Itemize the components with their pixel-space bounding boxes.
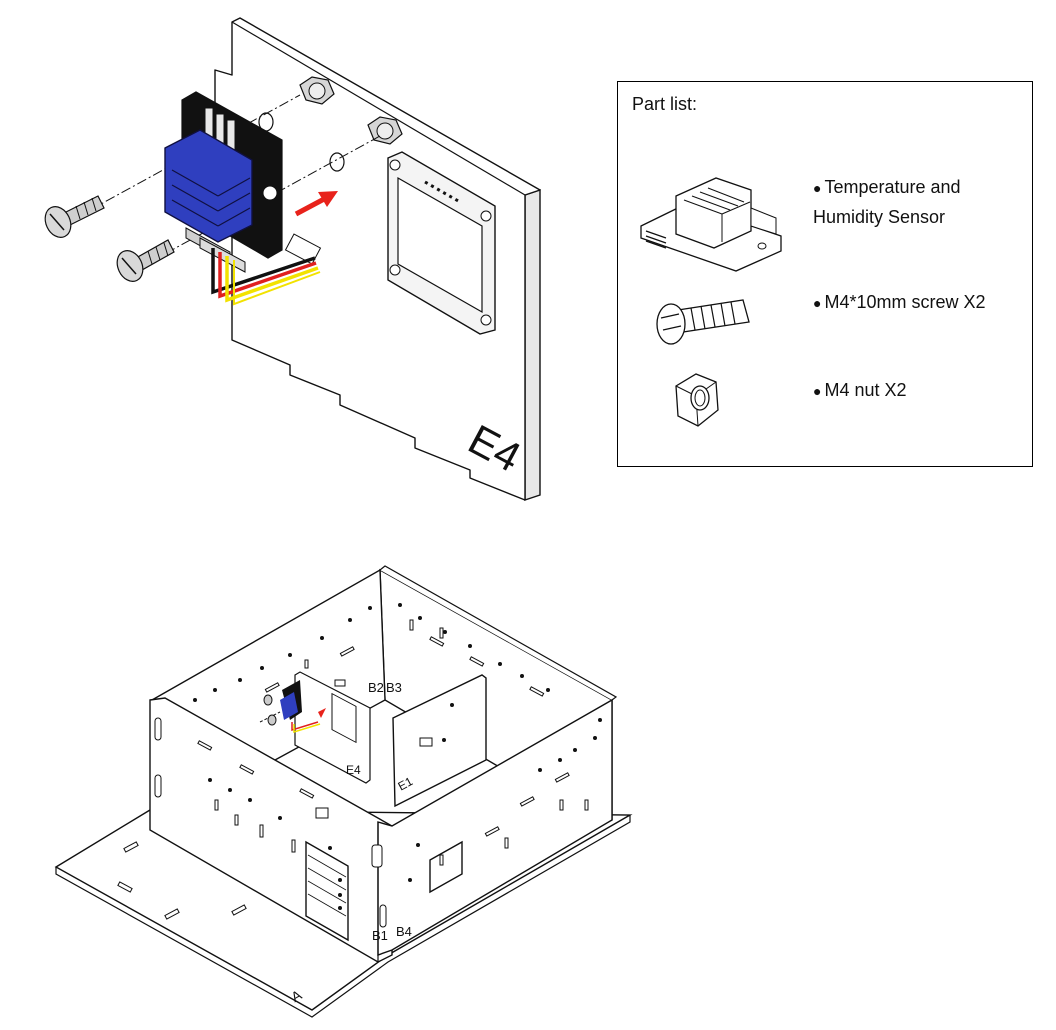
direction-arrow [294,191,338,217]
sensor-wires [211,248,321,306]
part-label-nut: ●M4 nut X2 [813,376,907,406]
wall-slots [154,619,589,928]
part-list-title: Part list: [632,94,698,114]
base-slots [117,841,247,920]
label-b3: B3 [386,680,402,695]
label-b2: B2 [368,680,384,695]
nut [367,116,403,145]
label-e1: E1 [396,774,416,793]
part-label-line: Temperature and [824,177,961,197]
part-label-line: Humidity Sensor [813,207,946,227]
label-e4-mini: E4 [346,763,361,777]
nut [299,76,335,105]
mini-sensor [259,680,326,734]
bullet: ● [813,295,822,311]
temperature-humidity-sensor-icon [640,177,782,272]
part-list-box: Part list: ●Temperature and Humidity Sen… [617,81,1033,467]
part-label-screw: ●M4*10mm screw X2 [813,288,986,318]
screw [44,195,105,238]
bullet: ● [813,383,822,399]
window [429,840,463,894]
bullet: ● [813,180,822,196]
screw [116,239,175,282]
wall-holes [193,603,602,910]
part-label-sensor: ●Temperature and Humidity Sensor [813,173,961,232]
label-b1: B1 [372,928,388,943]
e4-panel-assembly: E4 [44,17,541,501]
part-label-line: M4 nut X2 [824,380,907,400]
label-b4: B4 [396,924,412,939]
part-label-line: M4*10mm screw X2 [824,292,986,312]
e4-panel-edge [524,189,541,501]
door [305,840,349,942]
oled-display-module [387,151,496,335]
house-box-assembly: B2 B3 E4 E1 B1 B4 A [54,565,633,1018]
nut-icon [675,373,719,427]
screw-icon [656,299,750,345]
partition-e1 [392,674,487,808]
